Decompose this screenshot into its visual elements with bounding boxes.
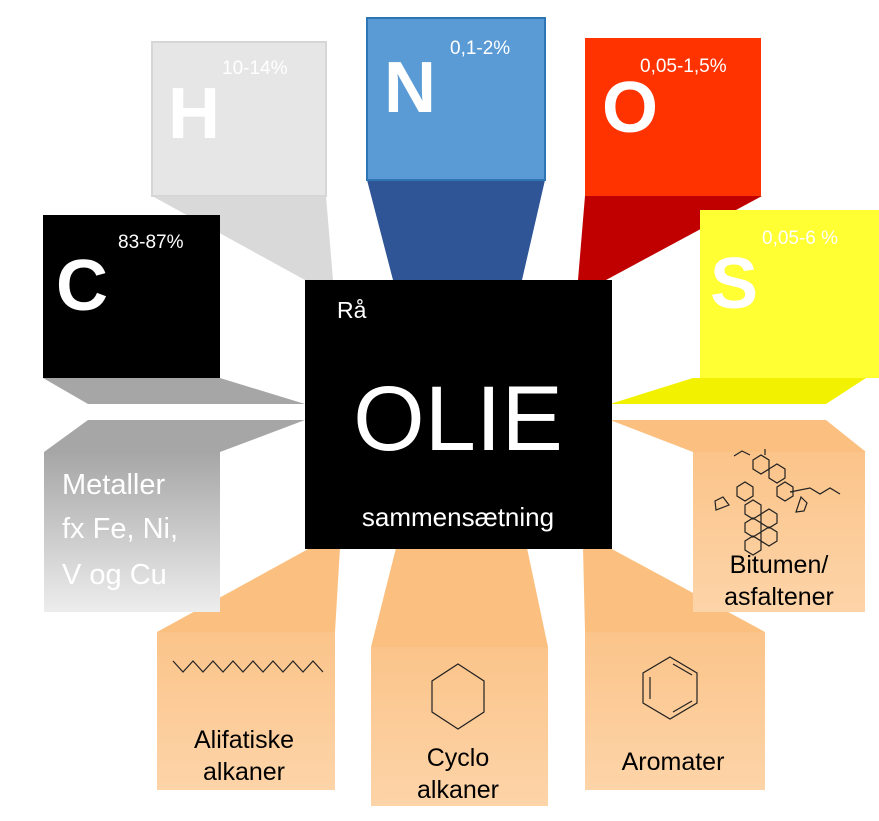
center-main-label: OLIE (353, 368, 563, 470)
n-connector (367, 180, 545, 280)
cyclohexane-icon (431, 663, 485, 730)
cyclo-connector (371, 548, 548, 647)
bitumen-line1: Bitumen/ (730, 551, 829, 579)
aliphatic-line1: Alifatiske (194, 726, 294, 754)
oxygen-box: O 0,05-1,5% (585, 38, 761, 196)
hydrogen-box: H 10-14% (151, 41, 327, 197)
nitrogen-box: N 0,1-2% (366, 17, 546, 181)
oxygen-symbol: O (602, 68, 658, 148)
metals-box: Metaller fx Fe, Ni, V og Cu (44, 452, 220, 612)
c-connector (43, 378, 305, 404)
bitumen-line2: asfaltener (724, 583, 834, 611)
cyclo-line2: alkaner (417, 776, 499, 804)
carbon-symbol: C (56, 246, 108, 326)
alkane-chain-icon (172, 660, 324, 673)
center-bottom-label: sammensætning (362, 502, 554, 532)
benzene-icon (642, 656, 698, 720)
sulfur-percent: 0,05-6 % (762, 228, 838, 249)
sulfur-box: S 0,05-6 % (700, 210, 879, 378)
metals-line3: V og Cu (62, 559, 167, 591)
cyclo-line1: Cyclo (427, 744, 490, 772)
nitrogen-percent: 0,1-2% (450, 38, 510, 59)
asphaltene-molecule-icon (714, 449, 841, 556)
s-connector (610, 378, 866, 404)
aliphatic-line2: alkaner (203, 758, 285, 786)
bitumen-connector (610, 420, 866, 452)
oxygen-percent: 0,05-1,5% (640, 56, 727, 77)
metals-line2: fx Fe, Ni, (62, 513, 178, 545)
metals-connector (44, 420, 305, 452)
aliphatic-box: Alifatiske alkaner (157, 632, 335, 790)
carbon-box: C 83-87% (43, 215, 220, 378)
aromatic-box: Aromater (585, 632, 765, 790)
aromatic-line1: Aromater (622, 748, 725, 776)
carbon-percent: 83-87% (118, 232, 184, 253)
metals-line1: Metaller (62, 469, 165, 501)
center-top-label: Rå (337, 297, 367, 323)
crude-oil-center-box: Rå OLIE sammensætning (305, 280, 612, 549)
bitumen-box: Bitumen/ asfaltener (693, 449, 865, 612)
hydrogen-symbol: H (168, 74, 220, 154)
sulfur-symbol: S (710, 244, 758, 324)
cycloalkane-box: Cyclo alkaner (371, 647, 548, 806)
hydrogen-percent: 10-14% (222, 58, 288, 79)
nitrogen-symbol: N (384, 48, 436, 128)
